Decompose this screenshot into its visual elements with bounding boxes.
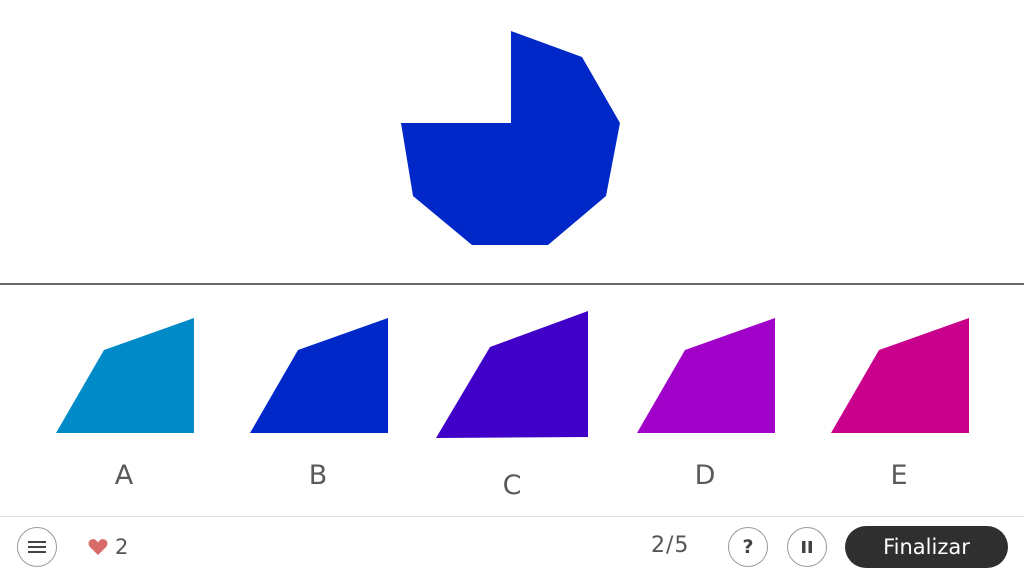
option-d-polygon — [637, 318, 775, 433]
help-icon: ? — [742, 536, 754, 558]
option-b-shape — [250, 318, 388, 433]
option-b[interactable]: B — [238, 286, 398, 506]
option-a-polygon — [56, 318, 194, 433]
menu-button[interactable] — [17, 527, 57, 567]
divider — [0, 283, 1024, 285]
puzzle-shape-polygon — [401, 31, 620, 245]
lives-count: 2 — [115, 535, 129, 559]
pause-button[interactable] — [787, 527, 827, 567]
puzzle-shape — [401, 31, 620, 245]
lives-indicator: 2 — [88, 535, 128, 559]
option-a-shape — [56, 318, 194, 433]
option-b-label: B — [308, 460, 328, 491]
option-d-shape — [637, 318, 775, 433]
option-e-label: E — [890, 460, 908, 491]
option-c-polygon — [436, 311, 588, 438]
progress-counter: 2/5 — [651, 533, 690, 558]
help-button[interactable]: ? — [728, 527, 768, 567]
pause-icon — [802, 541, 812, 553]
footer-bar: 2 2/5 ? Finalizar — [0, 516, 1024, 577]
option-a[interactable]: A — [44, 286, 204, 506]
option-a-label: A — [114, 460, 134, 491]
option-d[interactable]: D — [625, 286, 785, 506]
puzzle-area — [0, 0, 1024, 284]
option-e[interactable]: E — [819, 286, 979, 506]
option-c[interactable]: C — [432, 286, 592, 506]
option-e-polygon — [831, 318, 969, 433]
option-c-label: C — [502, 470, 522, 501]
option-d-label: D — [694, 460, 716, 491]
finish-button[interactable]: Finalizar — [845, 526, 1008, 568]
option-b-polygon — [250, 318, 388, 433]
option-c-shape — [436, 311, 588, 438]
answer-options: A B C D E — [0, 286, 1024, 516]
hamburger-menu-icon — [28, 541, 46, 553]
option-e-shape — [831, 318, 969, 433]
heart-icon — [88, 539, 108, 555]
